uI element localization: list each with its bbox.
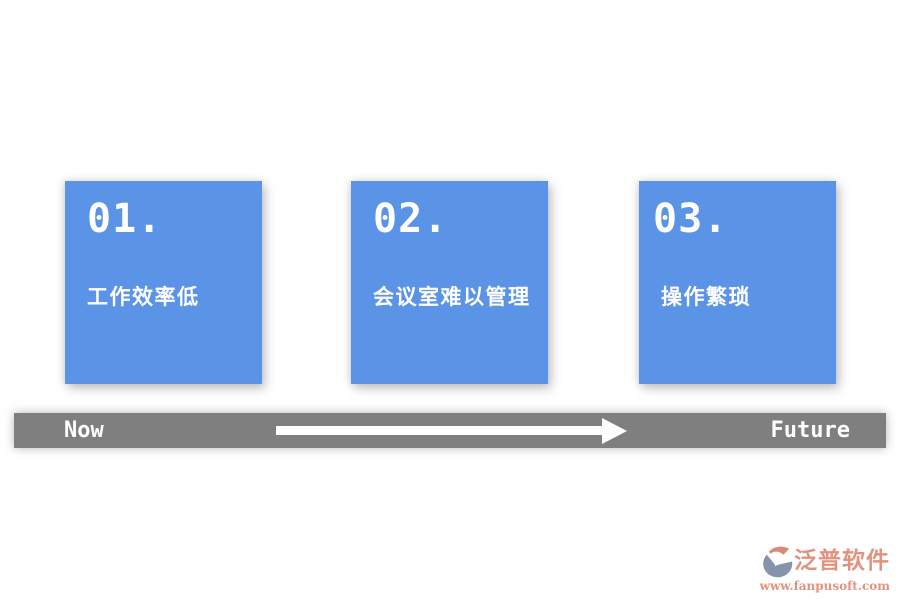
fanpu-logo-icon xyxy=(763,546,793,578)
card-label: 操作繁琐 xyxy=(661,285,751,309)
card-number: 02. xyxy=(373,196,449,242)
arrow-body xyxy=(276,426,602,435)
problem-card-2: 02. 会议室难以管理 xyxy=(351,181,548,384)
problem-card-3: 03. 操作繁琐 xyxy=(639,181,836,384)
arrow-head xyxy=(602,417,627,444)
card-label: 工作效率低 xyxy=(87,285,200,309)
timeline-bar: Now Future xyxy=(14,413,886,448)
card-label: 会议室难以管理 xyxy=(373,285,531,309)
card-number: 03. xyxy=(653,196,729,242)
watermark: 泛普软件 www.fanpusoft.com xyxy=(758,545,890,593)
watermark-url-text: www.fanpusoft.com xyxy=(759,579,890,593)
timeline-end-label: Future xyxy=(770,418,850,443)
watermark-brand-text: 泛普软件 xyxy=(794,548,890,574)
card-number: 01. xyxy=(87,196,163,242)
problem-card-1: 01. 工作效率低 xyxy=(65,181,262,384)
timeline-start-label: Now xyxy=(64,418,104,443)
right-arrow-icon xyxy=(276,417,627,444)
